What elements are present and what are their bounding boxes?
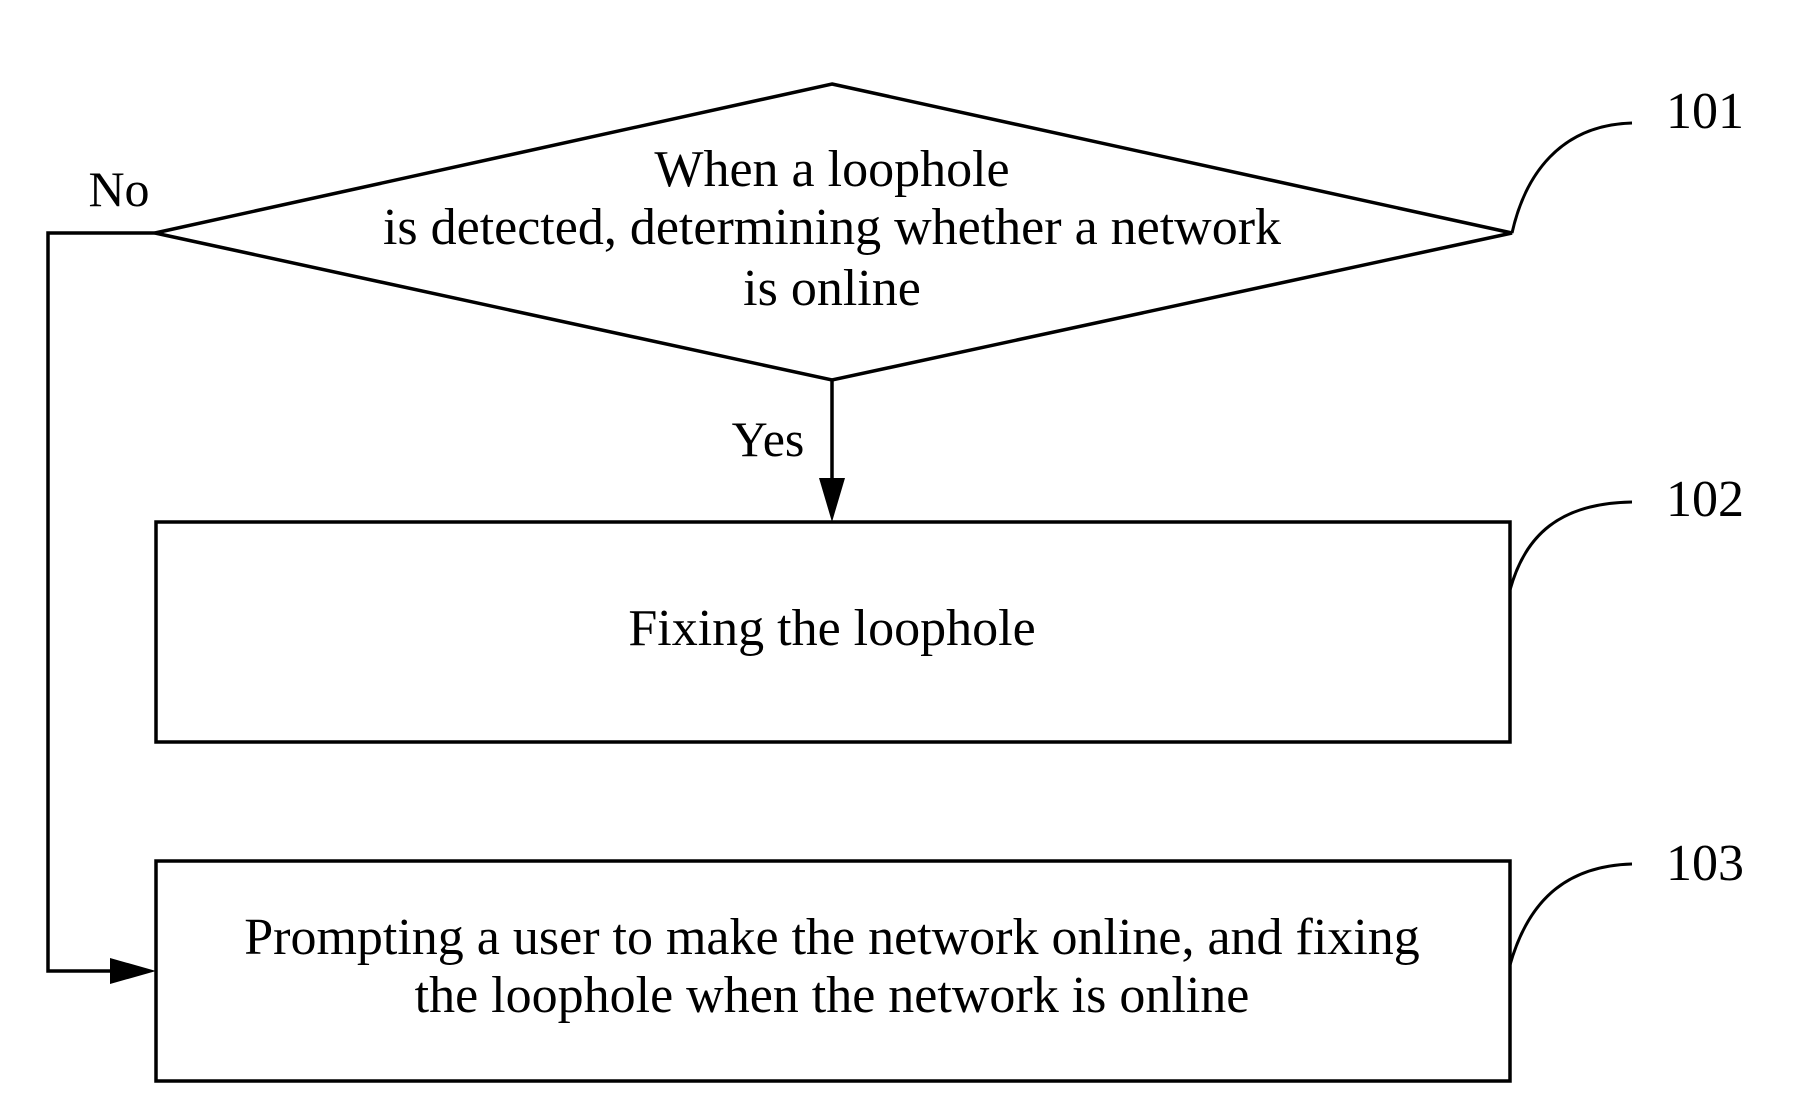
edge-no-line xyxy=(48,233,155,971)
step-102-line-1: Fixing the loophole xyxy=(628,600,1035,657)
step-103-line-2: the loophole when the network is online xyxy=(415,967,1250,1024)
decision-101: When a loophole is detected, determining… xyxy=(155,84,1512,380)
ref-102-leader xyxy=(1510,502,1632,590)
decision-101-line-2: is detected, determining whether a netwo… xyxy=(383,199,1281,256)
step-102: Fixing the loophole xyxy=(156,522,1510,742)
step-103: Prompting a user to make the network onl… xyxy=(156,861,1510,1081)
edge-no-arrowhead xyxy=(110,958,156,984)
edge-no: No xyxy=(48,161,156,984)
ref-101: 101 xyxy=(1512,83,1744,233)
decision-101-line-3: is online xyxy=(743,260,921,317)
ref-102-label: 102 xyxy=(1666,471,1744,528)
ref-102: 102 xyxy=(1510,471,1744,590)
ref-103: 103 xyxy=(1510,835,1744,965)
edge-yes-arrowhead xyxy=(819,478,845,522)
ref-101-leader xyxy=(1512,123,1632,233)
step-103-line-1: Prompting a user to make the network onl… xyxy=(244,909,1420,966)
edge-yes-label: Yes xyxy=(732,411,805,467)
ref-103-leader xyxy=(1510,864,1632,965)
edge-no-label: No xyxy=(88,161,149,217)
edge-yes: Yes xyxy=(732,380,845,522)
decision-101-line-1: When a loophole xyxy=(654,141,1009,198)
ref-101-label: 101 xyxy=(1666,83,1744,140)
ref-103-label: 103 xyxy=(1666,835,1744,892)
